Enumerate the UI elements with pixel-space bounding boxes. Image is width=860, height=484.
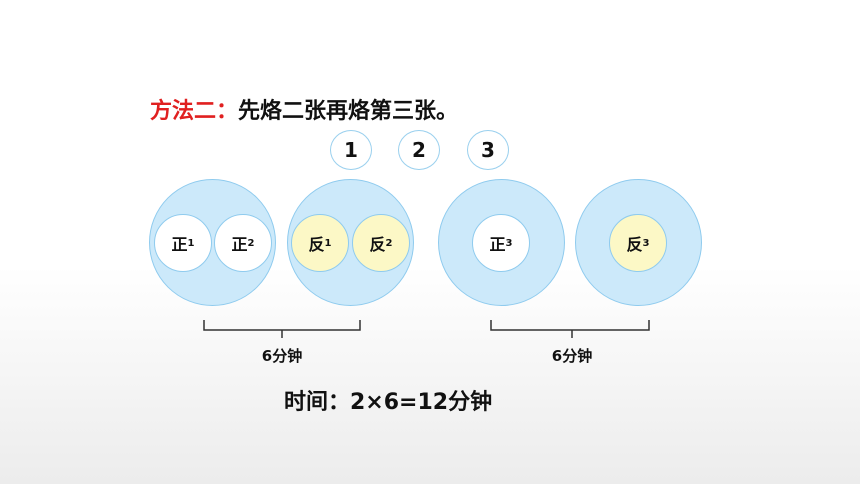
total-time: 时间：2×6=12分钟: [284, 390, 493, 415]
number-circle-1: 1: [330, 130, 372, 170]
brace-right: [490, 320, 650, 338]
method-label: 方法二：: [150, 99, 239, 124]
page-title: 方法二：先烙二张再烙第三张。: [150, 93, 458, 125]
number-circle-2: 2: [398, 130, 440, 170]
method-description: 先烙二张再烙第三张。: [238, 99, 459, 124]
brace-left: [203, 320, 361, 338]
number-circle-3: 3: [467, 130, 509, 170]
duration-label-2: 6分钟: [551, 347, 593, 365]
duration-label-1: 6分钟: [261, 347, 303, 365]
